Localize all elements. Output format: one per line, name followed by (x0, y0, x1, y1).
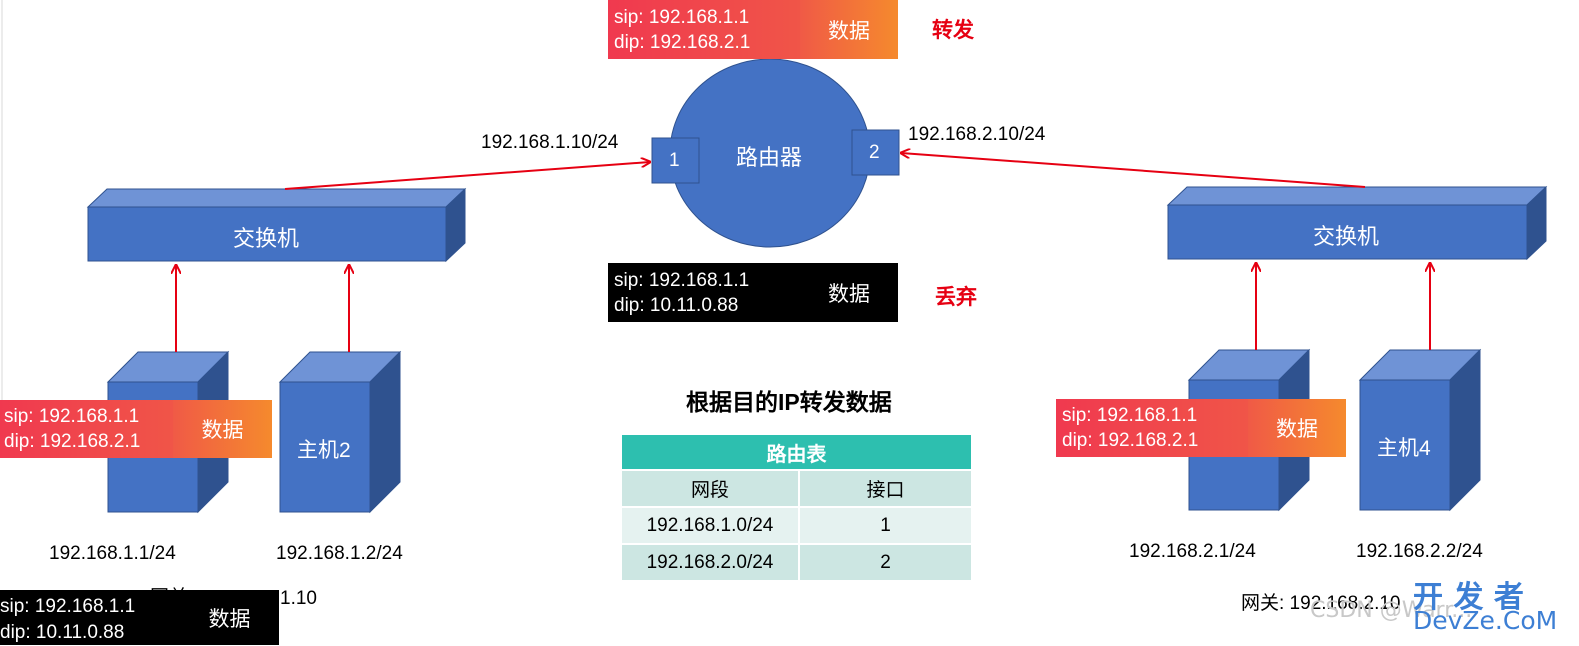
router-label: 路由器 (736, 145, 803, 170)
routing-table-title: 路由表 (620, 433, 973, 471)
switch-left-label: 交换机 (233, 226, 300, 251)
drop-label: 丢弃 (935, 286, 977, 309)
host4-label: 主机4 (1377, 437, 1431, 460)
routing-table-header-segment: 网段 (620, 469, 800, 508)
packet-dip: dip: 192.168.2.1 (1062, 430, 1199, 451)
packet-sip: sip: 192.168.1.1 (4, 406, 140, 427)
host2-label: 主机2 (297, 439, 351, 462)
host3-ip: 192.168.2.1/24 (1129, 541, 1256, 562)
host4-ip: 192.168.2.2/24 (1356, 541, 1483, 562)
packet-host3: sip: 192.168.1.1 dip: 192.168.2.1 数据 (1056, 399, 1346, 457)
packet-dip: dip: 192.168.2.1 (4, 431, 141, 452)
routing-table: 路由表 网段 接口 192.168.1.0/24 1 192.168.2.0/2… (620, 433, 973, 582)
packet-dip: dip: 10.11.0.88 (614, 294, 739, 316)
packet-bottom-left: sip: 192.168.1.1 dip: 10.11.0.88 数据 (0, 590, 279, 645)
routing-table-header-interface: 接口 (798, 469, 973, 508)
packet-sip: sip: 192.168.1.1 (1062, 405, 1198, 426)
packet-data: 数据 (828, 282, 870, 306)
packet-forwarded: sip: 192.168.1.1 dip: 192.168.2.1 数据 (608, 0, 898, 59)
router-port-2 (851, 129, 900, 176)
packet-data: 数据 (800, 0, 898, 59)
packet-dip: dip: 10.11.0.88 (0, 621, 125, 643)
host2-ip: 192.168.1.2/24 (276, 543, 403, 564)
router-port-1 (651, 137, 700, 184)
switch-right (1166, 185, 1548, 261)
packet-host1: sip: 192.168.1.1 dip: 192.168.2.1 数据 (0, 400, 272, 458)
forward-label: 转发 (932, 19, 974, 42)
switch-right-label: 交换机 (1313, 224, 1380, 249)
packet-dropped: sip: 192.168.1.1 dip: 10.11.0.88 数据 (608, 263, 898, 322)
router-port-2-label: 2 (869, 142, 880, 163)
host1-ip: 192.168.1.1/24 (49, 543, 176, 564)
router-port-1-label: 1 (669, 150, 680, 171)
csdn-watermark: CSDN @Warr... (1310, 598, 1473, 623)
packet-sip: sip: 192.168.1.1 (0, 595, 136, 617)
packet-sip: sip: 192.168.1.1 (614, 269, 750, 291)
devze-logo-cn: 开 发 者 (1413, 580, 1524, 615)
host-4 (1358, 348, 1482, 512)
arrow-switch-right-to-router (901, 153, 1366, 188)
table-cell: 2 (798, 543, 973, 582)
router-port-1-ip: 192.168.1.10/24 (481, 132, 619, 153)
packet-sip: sip: 192.168.1.1 (614, 6, 750, 28)
table-cell: 192.168.1.0/24 (620, 506, 800, 545)
table-cell: 1 (798, 506, 973, 545)
packet-dip: dip: 192.168.2.1 (614, 31, 751, 53)
packet-data: 数据 (1248, 399, 1346, 457)
table-cell: 192.168.2.0/24 (620, 543, 800, 582)
router-port-2-ip: 192.168.2.10/24 (908, 124, 1046, 145)
table-row: 192.168.1.0/24 1 (620, 506, 973, 545)
host-2 (278, 350, 402, 514)
arrow-switch-left-to-router (284, 162, 650, 190)
table-row: 192.168.2.0/24 2 (620, 543, 973, 582)
packet-data: 数据 (173, 400, 272, 458)
packet-data: 数据 (208, 607, 251, 631)
switch-left (86, 187, 467, 263)
forward-caption: 根据目的IP转发数据 (686, 389, 892, 415)
gateway-left-suffix: 1.10 (280, 588, 317, 609)
devze-logo-en: DevZe.CoM (1413, 606, 1558, 635)
gateway-right: 网关: 192.168.2.10 (1241, 593, 1401, 614)
